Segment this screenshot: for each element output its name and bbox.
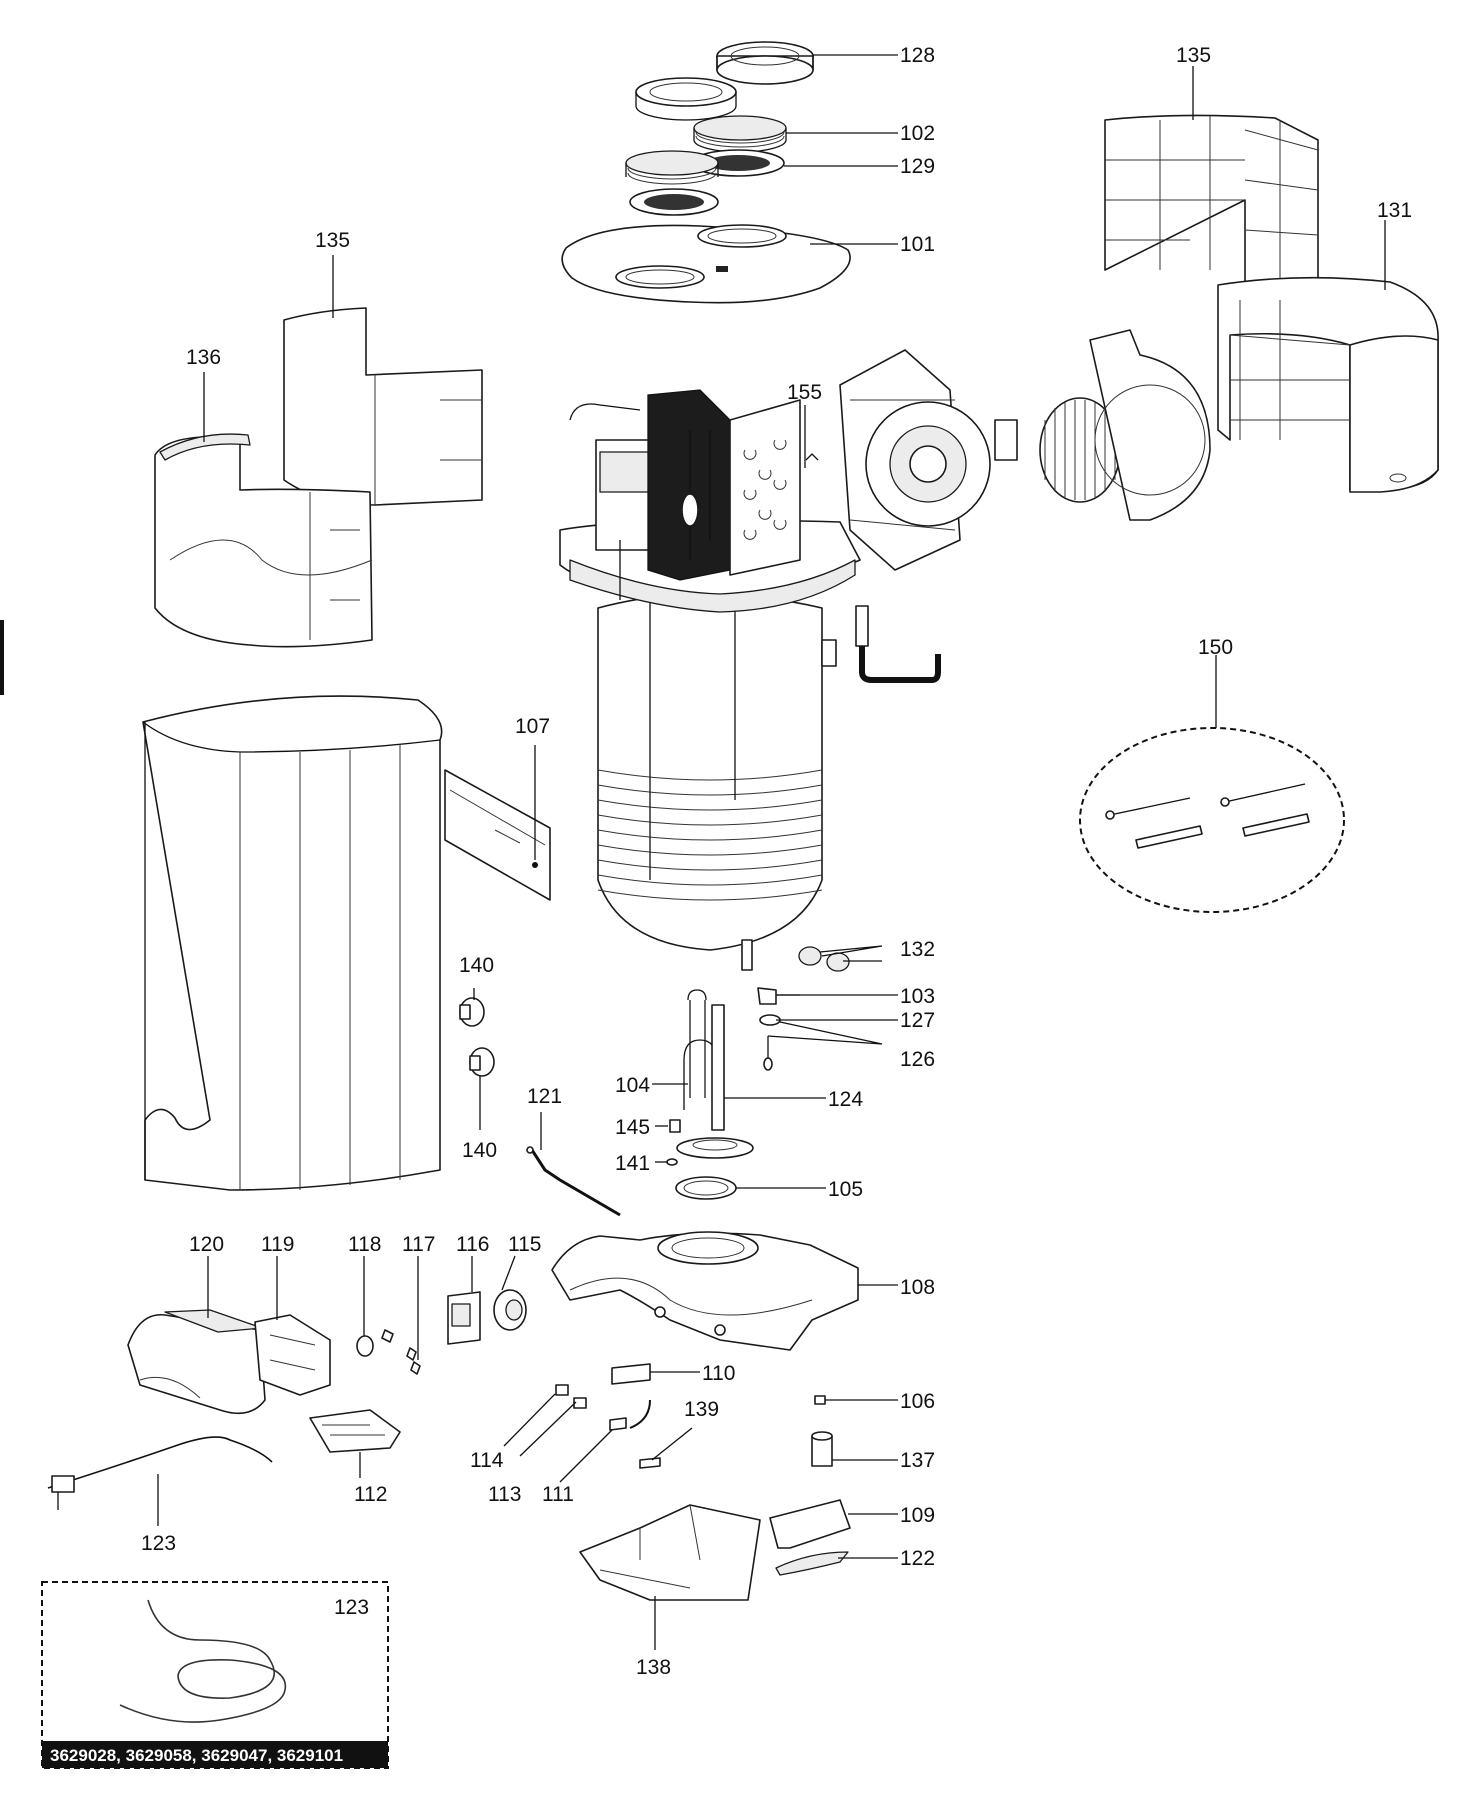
label-123-box: 123 bbox=[334, 1596, 369, 1619]
label-110: 110 bbox=[702, 1362, 735, 1385]
label-120: 120 bbox=[189, 1233, 224, 1256]
label-104: 104 bbox=[615, 1074, 650, 1097]
caps-132 bbox=[798, 946, 850, 972]
label-124: 124 bbox=[828, 1088, 863, 1111]
ring-128 bbox=[716, 41, 814, 85]
label-111: 111 bbox=[542, 1483, 574, 1506]
label-145: 145 bbox=[615, 1116, 650, 1139]
label-114: 114 bbox=[470, 1449, 504, 1472]
label-127: 127 bbox=[900, 1009, 935, 1032]
label-117: 117 bbox=[402, 1233, 435, 1256]
part-labels: 128 102 129 101 135 131 135 136 155 150 … bbox=[50, 44, 1412, 1765]
label-131: 131 bbox=[1377, 199, 1412, 222]
label-135-right: 135 bbox=[1176, 44, 1211, 67]
label-138: 138 bbox=[636, 1656, 671, 1679]
label-107: 107 bbox=[515, 715, 550, 738]
module-116 bbox=[447, 1291, 481, 1345]
label-116: 116 bbox=[456, 1233, 489, 1256]
pcb-112 bbox=[309, 1409, 401, 1453]
label-128: 128 bbox=[900, 44, 935, 67]
label-135-left: 135 bbox=[315, 229, 350, 252]
leader-lines bbox=[157, 54, 1386, 1650]
label-108: 108 bbox=[900, 1276, 935, 1299]
label-129: 129 bbox=[900, 155, 935, 178]
heating-element bbox=[676, 989, 754, 1159]
label-112: 112 bbox=[354, 1483, 387, 1506]
label-121: 121 bbox=[527, 1085, 562, 1108]
small-parts-114-113-111-110 bbox=[555, 1363, 651, 1431]
filter-129 bbox=[625, 149, 785, 216]
label-102: 102 bbox=[900, 122, 935, 145]
label-155: 155 bbox=[787, 381, 822, 404]
label-136: 136 bbox=[186, 346, 221, 369]
label-123: 123 bbox=[141, 1532, 176, 1555]
label-141: 141 bbox=[615, 1152, 650, 1175]
fitting-103 bbox=[757, 987, 800, 1005]
label-106: 106 bbox=[900, 1390, 935, 1413]
fan-housing bbox=[839, 349, 991, 571]
capacitor-115 bbox=[493, 1289, 527, 1331]
front-shell-131 bbox=[1217, 276, 1439, 493]
filter-102 bbox=[693, 115, 787, 153]
label-150: 150 bbox=[1198, 636, 1233, 659]
alt-cable-box bbox=[41, 1581, 389, 1769]
heat-pump-unit bbox=[559, 389, 861, 613]
label-115: 115 bbox=[508, 1233, 541, 1256]
label-105: 105 bbox=[828, 1178, 863, 1201]
label-119: 119 bbox=[261, 1233, 294, 1256]
label-126: 126 bbox=[900, 1048, 935, 1071]
label-139: 139 bbox=[684, 1398, 719, 1421]
knob-140-lower bbox=[469, 1047, 495, 1077]
knob-140-upper bbox=[459, 997, 485, 1027]
ring-upper-left bbox=[635, 77, 737, 121]
edge-marker bbox=[0, 620, 4, 695]
label-113: 113 bbox=[488, 1483, 521, 1506]
product-code-banner bbox=[42, 1741, 388, 1768]
label-101: 101 bbox=[900, 233, 935, 256]
label-118: 118 bbox=[348, 1233, 381, 1256]
gasket-105 bbox=[675, 1176, 737, 1200]
display-board-119 bbox=[254, 1314, 331, 1396]
drain-pipe bbox=[855, 605, 941, 683]
label-132: 132 bbox=[900, 938, 935, 961]
screw-kit-150 bbox=[1079, 727, 1345, 913]
probe-126 bbox=[763, 1036, 773, 1071]
top-cover-101 bbox=[561, 224, 851, 304]
power-cord-123 bbox=[47, 1436, 273, 1510]
insulation-sheet-135-right bbox=[1104, 114, 1319, 301]
insulation-sheet-135-left bbox=[283, 307, 483, 506]
trim-122 bbox=[775, 1551, 849, 1576]
base-108 bbox=[551, 1231, 859, 1351]
label-140-upper: 140 bbox=[459, 954, 494, 977]
product-codes: 3629028, 3629058, 3629047, 3629101 bbox=[50, 1746, 343, 1765]
label-103: 103 bbox=[900, 985, 935, 1008]
wall-bracket-107 bbox=[444, 769, 551, 901]
front-shell-136 bbox=[154, 433, 373, 648]
bottom-cover-138 bbox=[579, 1504, 761, 1601]
small-parts-145-141 bbox=[666, 1119, 681, 1166]
label-140-lower: 140 bbox=[462, 1139, 497, 1162]
label-137: 137 bbox=[900, 1449, 935, 1472]
control-panel-120 bbox=[127, 1309, 266, 1415]
small-parts-139-106-137 bbox=[639, 1395, 833, 1469]
label-109: 109 bbox=[900, 1504, 935, 1527]
sensor-cable-121 bbox=[526, 1146, 621, 1217]
tank bbox=[597, 593, 837, 971]
cover-109 bbox=[769, 1499, 851, 1549]
relays-118-117 bbox=[356, 1329, 421, 1375]
blower-wheel bbox=[994, 329, 1211, 521]
label-122: 122 bbox=[900, 1547, 935, 1570]
outer-shell bbox=[142, 695, 443, 1191]
